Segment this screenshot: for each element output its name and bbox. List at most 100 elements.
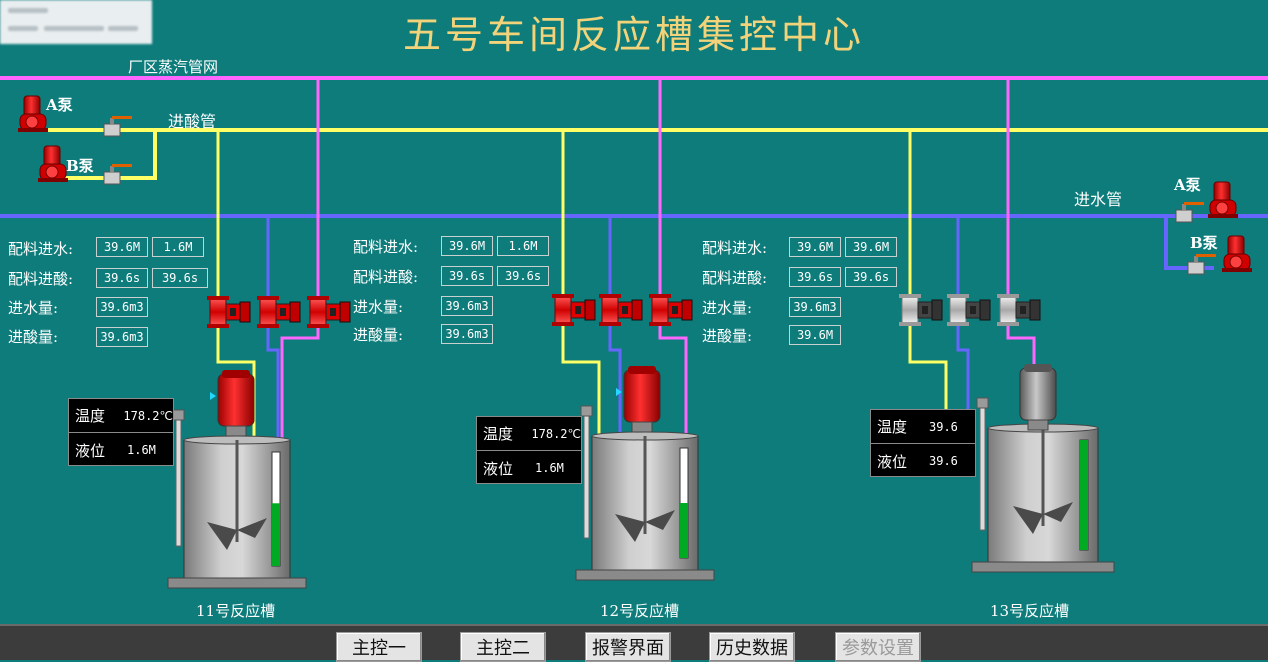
temp-value: 39.6 xyxy=(929,419,958,434)
temp-label: 温度 xyxy=(483,425,514,443)
mix-water-value-1: 39.6M xyxy=(96,237,148,257)
mix-water-label: 配料进水: xyxy=(702,239,768,257)
temp-label: 温度 xyxy=(877,418,908,436)
acid-pump-a-valve[interactable] xyxy=(103,116,132,137)
water-valve-11[interactable] xyxy=(257,296,301,328)
history-data-button[interactable]: 历史数据 xyxy=(709,632,795,662)
water-valve-12[interactable] xyxy=(599,294,643,326)
acid-pump-a[interactable] xyxy=(18,95,48,132)
temperature-probe xyxy=(583,413,590,539)
mix-acid-value-1: 39.6s xyxy=(789,267,841,287)
acid-qty-value: 39.6M xyxy=(789,325,841,345)
mix-water-value-2: 1.6M xyxy=(152,237,204,257)
water-pipe-label: 进水管 xyxy=(1074,190,1123,209)
acid-valve-13[interactable] xyxy=(899,294,943,326)
reactor-tank-12 xyxy=(552,78,715,581)
water-qty-value: 39.6m3 xyxy=(789,297,841,317)
steam-inlet-pipe xyxy=(280,78,320,440)
reactor-tank-11 xyxy=(167,78,351,589)
tank-base xyxy=(167,577,307,589)
water-pump-b[interactable] xyxy=(1222,235,1252,272)
parameter-settings-button[interactable]: 参数设置 xyxy=(835,632,921,662)
acid-qty-label: 进酸量: xyxy=(8,328,59,346)
steam-valve-13[interactable] xyxy=(997,294,1041,326)
steam-valve-11[interactable] xyxy=(307,296,351,328)
acid-qty-label: 进酸量: xyxy=(702,327,753,345)
temp-value: 178.2℃ xyxy=(531,426,581,441)
level-gauge-fill xyxy=(272,503,280,566)
water-pump-a-valve[interactable] xyxy=(1175,202,1204,223)
bottom-nav-bar: 主控一 主控二 报警界面 历史数据 参数设置 xyxy=(0,624,1268,662)
alarm-screen-button[interactable]: 报警界面 xyxy=(585,632,671,662)
acid-pump-b[interactable] xyxy=(38,145,68,182)
temp-value: 178.2℃ xyxy=(123,408,173,423)
level-gauge-fill xyxy=(1080,440,1088,550)
agitator-blade xyxy=(615,510,675,542)
water-qty-value: 39.6m3 xyxy=(441,296,493,316)
mix-acid-value-2: 39.6s xyxy=(152,268,208,288)
mix-water-value-2: 39.6M xyxy=(845,237,897,257)
level-label: 液位 xyxy=(483,459,514,478)
level-value: 1.6M xyxy=(535,461,564,475)
water-inlet-pipe xyxy=(956,216,970,428)
mix-water-value-1: 39.6M xyxy=(789,237,841,257)
company-logo xyxy=(0,0,152,44)
water-qty-label: 进水量: xyxy=(702,299,753,317)
agitator-blade xyxy=(1013,502,1073,534)
acid-pump-a-label: A泵 xyxy=(46,96,73,114)
level-value: 39.6 xyxy=(929,454,958,468)
acid-pipe-label: 进酸管 xyxy=(168,112,217,131)
steam-pipe-label: 厂区蒸汽管网 xyxy=(128,58,219,76)
tank-13-name: 13号反应槽 xyxy=(990,602,1070,620)
mix-acid-label: 配料进酸: xyxy=(353,268,419,286)
main-control-2-button[interactable]: 主控二 xyxy=(460,632,546,662)
acid-valve-12[interactable] xyxy=(552,294,596,326)
agitator-motor-11[interactable] xyxy=(210,370,255,437)
water-pump-b-valve[interactable] xyxy=(1187,254,1216,275)
mix-water-label: 配料进水: xyxy=(353,238,419,256)
acid-valve-11[interactable] xyxy=(207,296,251,328)
acid-qty-value: 39.6m3 xyxy=(96,327,148,347)
water-qty-value: 39.6m3 xyxy=(96,297,148,317)
acid-inlet-pipe xyxy=(908,130,948,428)
acid-inlet-pipe xyxy=(561,130,601,436)
level-gauge-fill xyxy=(680,503,688,558)
tank-11-status: 温度 178.2℃ 液位 1.6M xyxy=(68,398,174,466)
acid-qty-label: 进酸量: xyxy=(353,326,404,344)
tank-12-status: 温度 178.2℃ 液位 1.6M xyxy=(476,416,582,484)
mix-acid-label: 配料进酸: xyxy=(702,269,768,287)
mix-acid-value-1: 39.6s xyxy=(441,266,493,286)
level-label: 液位 xyxy=(75,441,106,460)
steam-valve-12[interactable] xyxy=(649,294,693,326)
water-qty-label: 进水量: xyxy=(8,299,59,317)
agitator-motor-13[interactable] xyxy=(1019,364,1057,431)
mix-water-label: 配料进水: xyxy=(8,240,74,258)
acid-pump-b-pipe xyxy=(60,130,157,180)
reactor-tank-13 xyxy=(899,78,1115,573)
steam-inlet-pipe xyxy=(658,78,688,436)
water-inlet-pipe xyxy=(266,216,280,440)
acid-qty-value: 39.6m3 xyxy=(441,324,493,344)
water-valve-13[interactable] xyxy=(947,294,991,326)
mix-acid-value-2: 39.6s xyxy=(845,267,897,287)
tank-13-status: 温度 39.6 液位 39.6 xyxy=(870,409,976,477)
mix-acid-value-2: 39.6s xyxy=(497,266,549,286)
agitator-blade xyxy=(207,518,267,550)
main-control-1-button[interactable]: 主控一 xyxy=(336,632,422,662)
water-pump-b-label: B泵 xyxy=(1190,234,1218,252)
water-qty-label: 进水量: xyxy=(353,298,404,316)
temperature-probe xyxy=(979,405,986,531)
page-title: 五号车间反应槽集控中心 xyxy=(402,13,865,57)
mix-water-value-1: 39.6M xyxy=(441,236,493,256)
mix-water-value-2: 1.6M xyxy=(497,236,549,256)
water-pump-a[interactable] xyxy=(1208,181,1238,218)
level-label: 液位 xyxy=(877,452,908,471)
level-value: 1.6M xyxy=(127,443,156,457)
acid-pump-b-valve[interactable] xyxy=(103,164,132,185)
tank-base xyxy=(971,561,1115,573)
temp-label: 温度 xyxy=(75,407,106,425)
tank-12-name: 12号反应槽 xyxy=(600,602,680,620)
agitator-motor-12[interactable] xyxy=(616,366,661,433)
temperature-probe xyxy=(175,417,182,547)
